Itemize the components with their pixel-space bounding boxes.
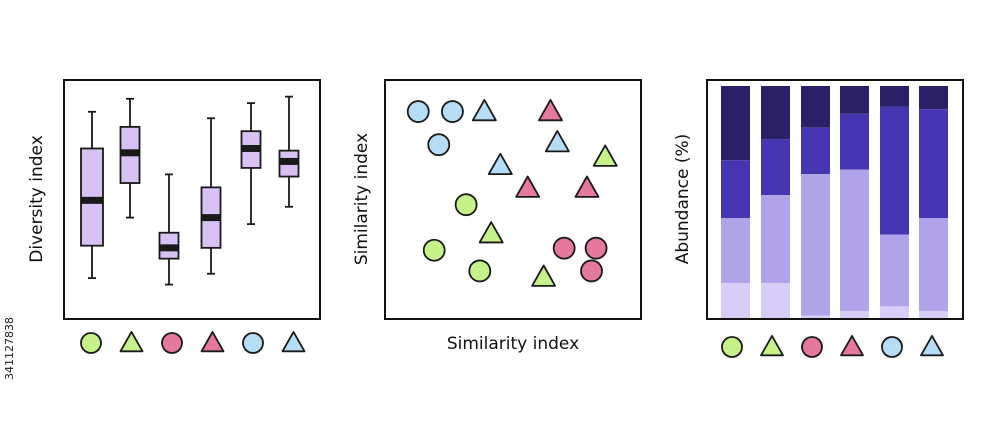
scatter-x-axis-label: Similarity index: [447, 334, 579, 354]
box-plot-panel: Diversity index: [27, 79, 321, 354]
stacked-bar-y-axis-label: Abundance (%): [673, 134, 693, 265]
stacked-bar-segment: [801, 127, 830, 175]
stacked-bar-segment: [919, 311, 948, 318]
stacked-bar-segment: [880, 86, 909, 107]
stacked-bar-segment: [801, 174, 830, 316]
stacked-bar-segment: [880, 106, 909, 235]
legend-marker-green-triangle: [119, 330, 144, 353]
scatter-point-blue-circle: [427, 133, 451, 157]
scatter-marks: [406, 99, 618, 287]
stacked-bar-marks: [721, 86, 948, 318]
scatter-point-pink-triangle: [538, 99, 563, 122]
box-median: [159, 244, 179, 252]
legend-marker-green-triangle: [760, 334, 784, 357]
box-plot-legend: [80, 330, 306, 354]
stacked-bar-segment: [801, 86, 830, 128]
scatter-point-pink-circle: [552, 236, 576, 260]
stacked-bar-panel: Abundance (%): [673, 79, 964, 358]
stacked-bar-segment: [721, 218, 750, 284]
legend-marker-blue-circle: [881, 336, 903, 358]
scatter-point-green-triangle: [478, 221, 504, 244]
scatter-y-axis-label: Similarity index: [352, 133, 372, 265]
scatter-point-pink-triangle: [515, 175, 541, 198]
legend-marker-green-circle: [721, 336, 743, 358]
legend-marker-pink-triangle: [200, 330, 225, 353]
legend-marker-green-circle: [80, 332, 102, 354]
stacked-bar-segment: [919, 109, 948, 219]
scatter-frame: [384, 79, 642, 320]
scatter-point-blue-circle: [441, 100, 464, 123]
legend-marker-pink-circle: [161, 332, 183, 354]
side-id-text: 341127838: [3, 317, 16, 380]
box-median: [201, 214, 221, 222]
stacked-bar-segment: [840, 311, 869, 318]
stacked-bar-legend: [721, 334, 944, 358]
box-plot-frame: [63, 79, 321, 320]
stacked-bar-segment: [761, 86, 790, 140]
scatter-point-blue-triangle: [487, 152, 513, 176]
box-median: [241, 144, 261, 152]
scatter-point-pink-circle: [584, 236, 608, 260]
box-plot-y-axis-label: Diversity index: [27, 135, 47, 263]
box-median: [81, 196, 103, 204]
scatter-point-blue-triangle: [544, 130, 570, 153]
scatter-point-pink-triangle: [574, 175, 600, 198]
stacked-bar-segment: [840, 86, 869, 114]
scatter-point-green-triangle: [531, 264, 557, 287]
scatter-point-blue-circle: [406, 100, 430, 123]
stacked-bar-segment: [880, 234, 909, 307]
stacked-bar-segment: [761, 139, 790, 196]
legend-marker-pink-circle: [801, 336, 823, 358]
stacked-bar-segment: [840, 169, 869, 312]
stacked-bar-segment: [801, 315, 830, 318]
legend-marker-blue-triangle: [920, 334, 944, 357]
scatter-point-green-circle: [454, 193, 478, 217]
box-median: [279, 157, 299, 165]
scatter-panel: Similarity index Similarity index: [352, 79, 642, 354]
legend-marker-blue-circle: [242, 332, 264, 354]
legend-marker-pink-triangle: [840, 334, 864, 357]
scatter-point-green-triangle: [592, 144, 618, 167]
scatter-point-green-circle: [468, 259, 492, 283]
scatter-point-blue-triangle: [471, 99, 497, 122]
stacked-bar-segment: [919, 218, 948, 312]
stacked-bar-segment: [840, 113, 869, 170]
stacked-bar-frame: [706, 79, 964, 320]
legend-marker-blue-triangle: [281, 330, 306, 353]
stacked-bar-segment: [761, 195, 790, 284]
box-plot-marks: [80, 95, 300, 286]
stacked-bar-segment: [880, 306, 909, 318]
stacked-bar-segment: [721, 283, 750, 318]
stacked-bar-segment: [919, 86, 948, 110]
stacked-bar-segment: [721, 160, 750, 219]
scatter-point-green-circle: [422, 238, 446, 262]
scatter-point-pink-circle: [580, 259, 603, 283]
stacked-bar-segment: [761, 283, 790, 318]
stacked-bar-segment: [721, 86, 750, 161]
box-median: [120, 149, 140, 157]
